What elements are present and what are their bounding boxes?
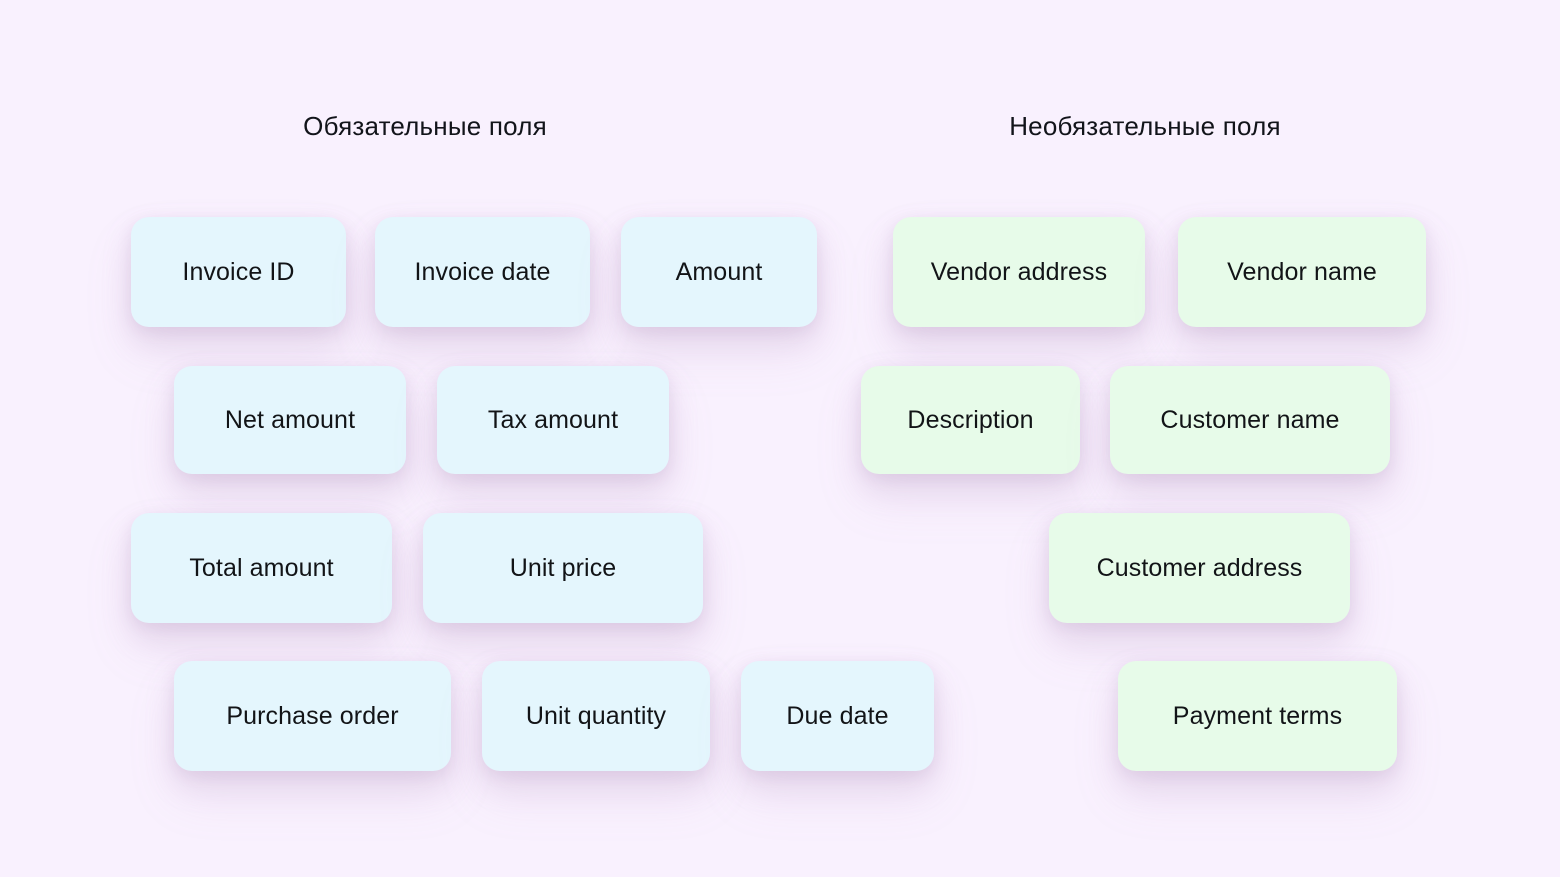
field-card[interactable]: Payment terms [1118,661,1397,771]
field-card[interactable]: Invoice ID [131,217,346,327]
field-card-label: Vendor address [930,257,1108,286]
field-card-label: Invoice ID [182,257,295,286]
field-card[interactable]: Tax amount [437,366,669,474]
field-card-label: Net amount [224,405,356,434]
field-card-label: Purchase order [226,701,399,730]
field-card[interactable]: Total amount [131,513,392,623]
field-card[interactable]: Purchase order [174,661,451,771]
field-card-label: Customer address [1096,553,1303,582]
field-card[interactable]: Amount [621,217,817,327]
field-card[interactable]: Invoice date [375,217,590,327]
field-card[interactable]: Vendor name [1178,217,1426,327]
field-card[interactable]: Description [861,366,1080,474]
field-card[interactable]: Due date [741,661,934,771]
column-title-required: Обязательные поля [303,111,547,141]
field-card-label: Due date [786,701,889,730]
field-card-label: Description [907,405,1034,434]
field-card-label: Payment terms [1172,701,1343,730]
field-card-label: Tax amount [487,405,619,434]
field-card-label: Total amount [189,553,334,582]
field-card-label: Unit price [509,553,617,582]
field-card[interactable]: Unit quantity [482,661,710,771]
field-card[interactable]: Vendor address [893,217,1145,327]
field-card[interactable]: Customer address [1049,513,1350,623]
column-title-optional: Необязательные поля [1009,111,1281,141]
field-card-label: Amount [675,257,763,286]
field-card-label: Vendor name [1227,257,1377,286]
field-card-label: Customer name [1160,405,1340,434]
field-card[interactable]: Unit price [423,513,703,623]
field-card[interactable]: Net amount [174,366,406,474]
field-card-label: Unit quantity [525,701,667,730]
field-card[interactable]: Customer name [1110,366,1390,474]
field-card-label: Invoice date [414,257,551,286]
